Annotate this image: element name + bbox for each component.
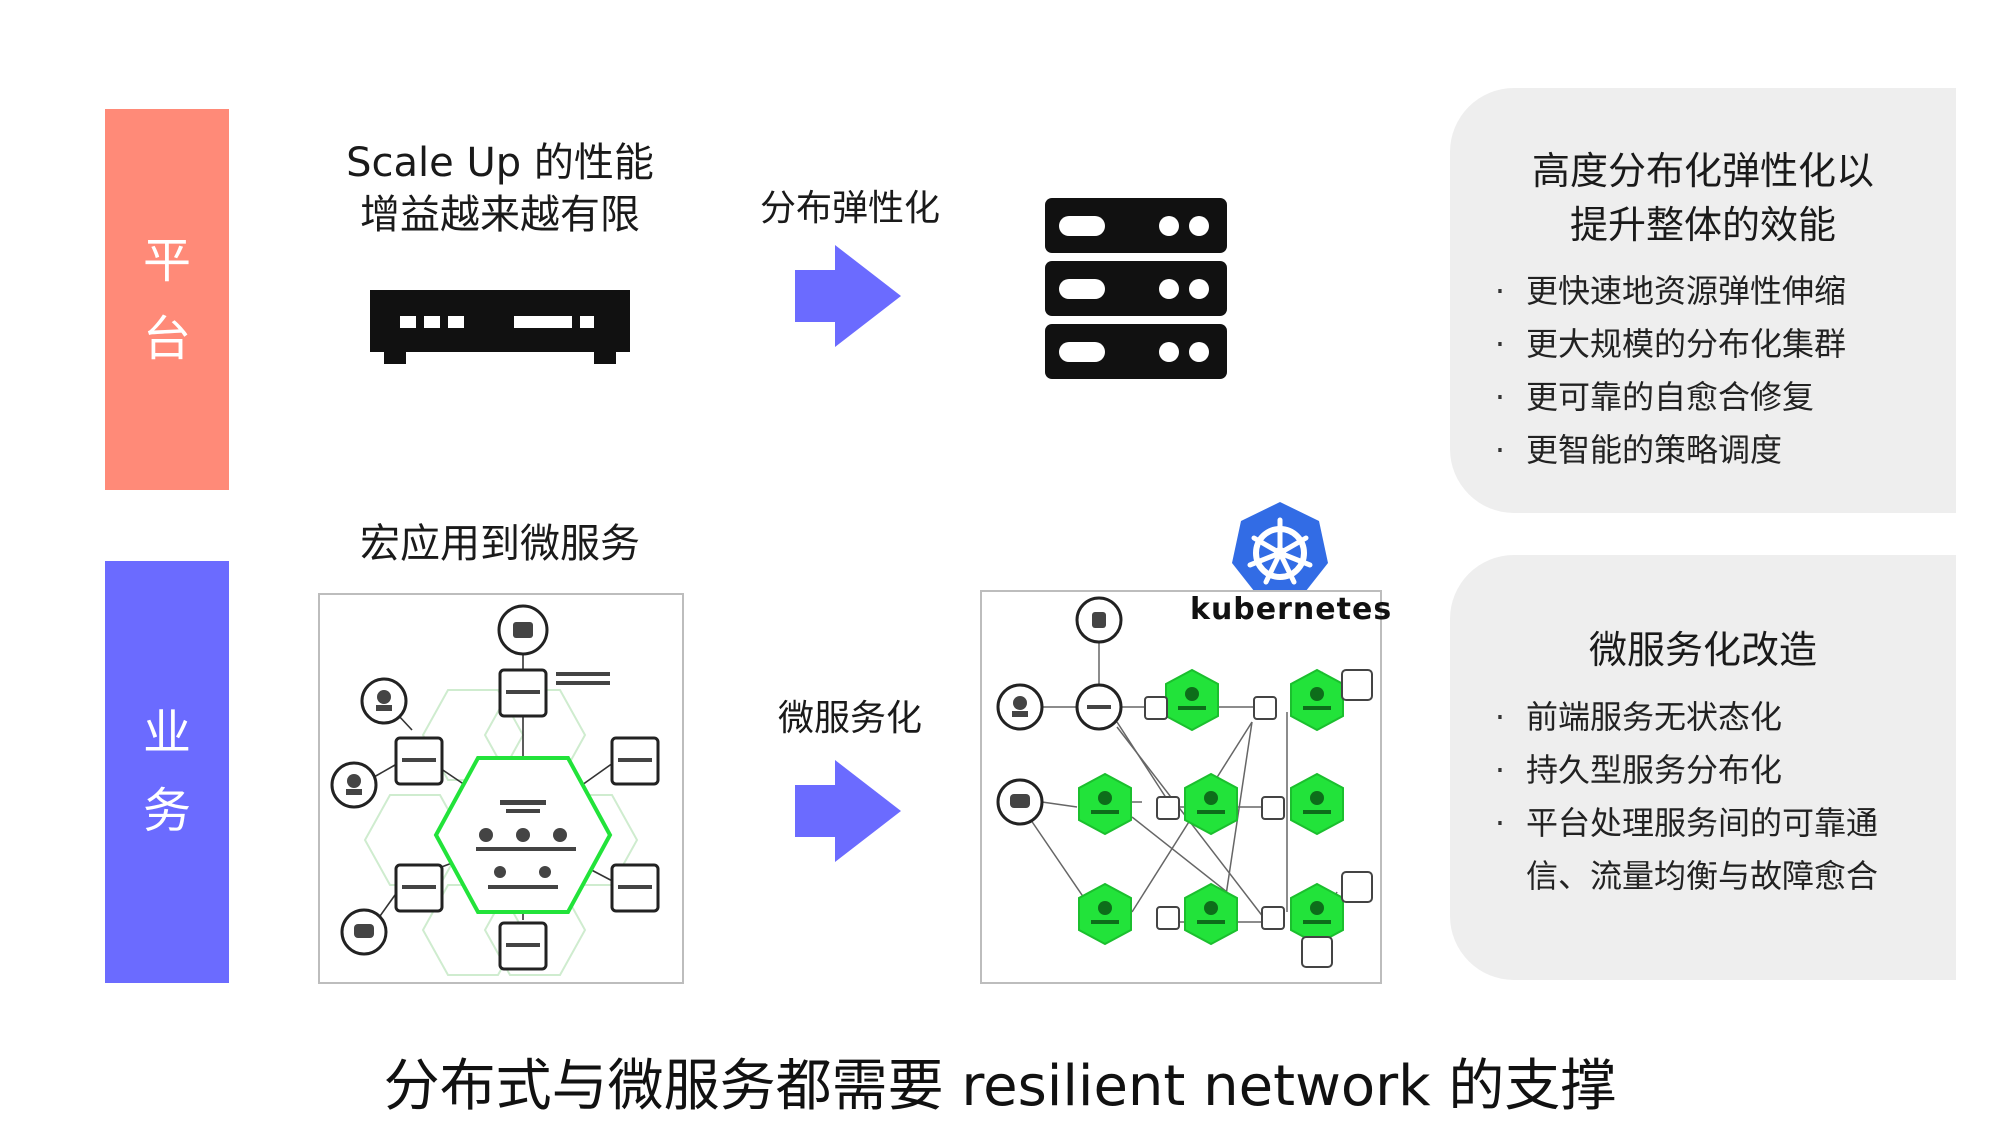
bullet-icon: · bbox=[1494, 378, 1506, 416]
list-item: · 前端服务无状态化 bbox=[1490, 691, 1878, 744]
top-arrow-icon bbox=[795, 245, 901, 351]
kubernetes-label: kubernetes bbox=[1190, 592, 1393, 627]
platform-panel-title-line: 提升整体的效能 bbox=[1569, 203, 1836, 247]
bullet-icon: · bbox=[1494, 431, 1506, 469]
list-item-text: 平台处理服务间的可靠通 bbox=[1526, 804, 1879, 842]
list-item-text: 信、流量均衡与故障愈合 bbox=[1526, 857, 1879, 895]
top-arrow-label: 分布弹性化 bbox=[759, 188, 940, 229]
list-item-text: 更智能的策略调度 bbox=[1526, 431, 1783, 469]
list-item-text: 前端服务无状态化 bbox=[1526, 698, 1783, 736]
scale-up-caption-line: Scale Up 的性能 bbox=[346, 140, 654, 186]
list-item: 信、流量均衡与故障愈合 bbox=[1490, 850, 1878, 903]
list-item: · 更可靠的自愈合修复 bbox=[1490, 371, 1846, 424]
bullet-icon: · bbox=[1494, 698, 1506, 736]
microservice-panel-title: 微服务化改造 bbox=[1588, 628, 1817, 672]
monolith-caption: 宏应用到微服务 bbox=[360, 521, 640, 567]
footer-caption: 分布式与微服务都需要 resilient network 的支撑 bbox=[383, 1054, 1617, 1119]
server-rack-icon bbox=[1045, 198, 1227, 384]
microservice-panel: 微服务化改造 · 前端服务无状态化 · 持久型服务分布化 · 平台处理服务间的可靠通 … bbox=[1450, 555, 1956, 980]
platform-benefits-list: · 更快速地资源弹性伸缩 · 更大规模的分布化集群 · 更可靠的自愈合修复 · 更智能的… bbox=[1490, 265, 1846, 477]
business-band-char: 务 bbox=[142, 783, 191, 839]
platform-band-char: 平 bbox=[142, 232, 191, 289]
bottom-arrow-label: 微服务化 bbox=[777, 698, 922, 739]
list-item-text: 更大规模的分布化集群 bbox=[1526, 325, 1847, 363]
list-item: · 持久型服务分布化 bbox=[1490, 744, 1878, 797]
bullet-icon: · bbox=[1494, 751, 1506, 789]
list-item: · 更快速地资源弹性伸缩 bbox=[1490, 265, 1846, 318]
list-item: · 平台处理服务间的可靠通 bbox=[1490, 797, 1878, 850]
list-item-text: 持久型服务分布化 bbox=[1526, 751, 1783, 789]
bullet-icon: · bbox=[1494, 272, 1506, 310]
kubernetes-helm-icon bbox=[1230, 500, 1330, 602]
platform-band: 平 台 bbox=[105, 109, 229, 490]
scale-up-caption-line: 增益越来越有限 bbox=[360, 192, 640, 238]
list-item-text: 更快速地资源弹性伸缩 bbox=[1526, 272, 1847, 310]
platform-band-char: 台 bbox=[142, 310, 191, 367]
bullet-icon: · bbox=[1494, 804, 1506, 842]
platform-panel-title-line: 高度分布化弹性化以 bbox=[1531, 149, 1874, 193]
list-item-text: 更可靠的自愈合修复 bbox=[1526, 378, 1815, 416]
hardware-box-icon bbox=[370, 290, 630, 370]
bullet-icon: · bbox=[1494, 325, 1506, 363]
platform-benefits-panel: 高度分布化弹性化以 提升整体的效能 · 更快速地资源弹性伸缩 · 更大规模的分布化集… bbox=[1450, 88, 1956, 513]
platform-panel-title: 高度分布化弹性化以 提升整体的效能 bbox=[1450, 144, 1956, 252]
list-item: · 更智能的策略调度 bbox=[1490, 424, 1846, 477]
bottom-arrow-icon bbox=[795, 760, 901, 866]
list-item: · 更大规模的分布化集群 bbox=[1490, 318, 1846, 371]
microservice-list: · 前端服务无状态化 · 持久型服务分布化 · 平台处理服务间的可靠通 信、流量均衡与… bbox=[1490, 691, 1878, 903]
kubernetes-diagram: kubernetes bbox=[980, 590, 1391, 984]
business-band: 业 务 bbox=[105, 561, 229, 983]
monolith-diagram bbox=[318, 593, 684, 984]
business-band-char: 业 bbox=[142, 705, 191, 761]
scale-up-caption: Scale Up 的性能 增益越来越有限 bbox=[300, 137, 700, 241]
